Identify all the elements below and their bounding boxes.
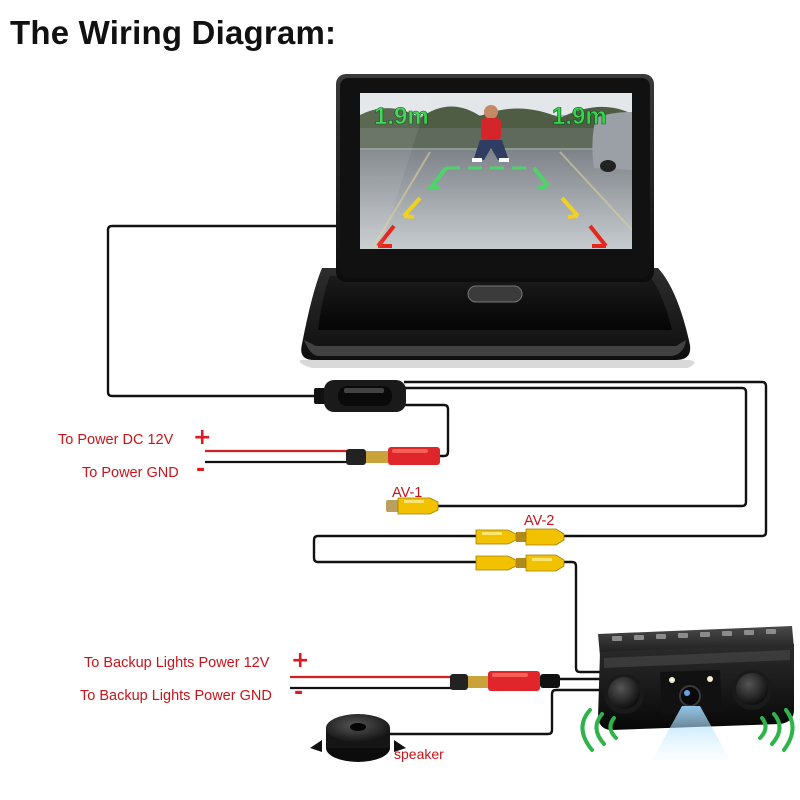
page-title: The Wiring Diagram: [10,14,337,51]
sensor-waves-right [758,708,795,752]
camera-video-wire [562,560,600,674]
backup-power-connector [450,671,560,691]
parking-sensor-left [604,674,644,714]
label-power-dc: To Power DC 12V [58,432,174,448]
power-minus-sign: - [196,457,206,482]
label-backup-power: To Backup Lights Power 12V [84,655,270,671]
label-av2: AV-2 [524,513,555,529]
camera-led-right [707,676,713,682]
backup-minus-sign: - [294,680,304,705]
camera-view-beam [652,706,730,760]
monitor: 1.9m 1.9m [299,74,695,368]
dc-power-connector [346,447,440,465]
backup-plus-sign: + [291,648,310,673]
speaker-wire [390,688,606,736]
monitor-screen: 1.9m 1.9m [360,93,632,249]
distance-right: 1.9m [552,103,607,130]
power-plus-sign: + [193,425,212,450]
label-speaker: speaker [394,746,444,762]
av2-rca-connectors [475,528,565,572]
label-power-gnd: To Power GND [82,465,179,481]
camera-lens [679,685,701,707]
sensor-waves-left [580,708,618,752]
parking-sensor-right [732,670,772,710]
label-av1: AV-1 [392,485,423,501]
av1-rca-connector [386,497,439,515]
av2-loop-wire [312,534,476,564]
label-backup-gnd: To Backup Lights Power GND [80,688,272,704]
wires [106,224,768,736]
camera-led-left [669,677,675,683]
monitor-stand-shadow [299,360,695,368]
parking-guide-lines [376,166,608,248]
distance-left: 1.9m [374,103,429,130]
av1-wire [404,386,748,508]
monitor-cable [106,224,342,398]
av2-wire [404,380,768,538]
person-on-screen [472,105,509,162]
monitor-button [467,285,523,303]
power-leads [205,449,452,690]
backup-camera [598,626,794,760]
video-connector [314,380,406,412]
power-branch-wire [404,403,450,458]
buzzer-speaker [310,714,406,762]
